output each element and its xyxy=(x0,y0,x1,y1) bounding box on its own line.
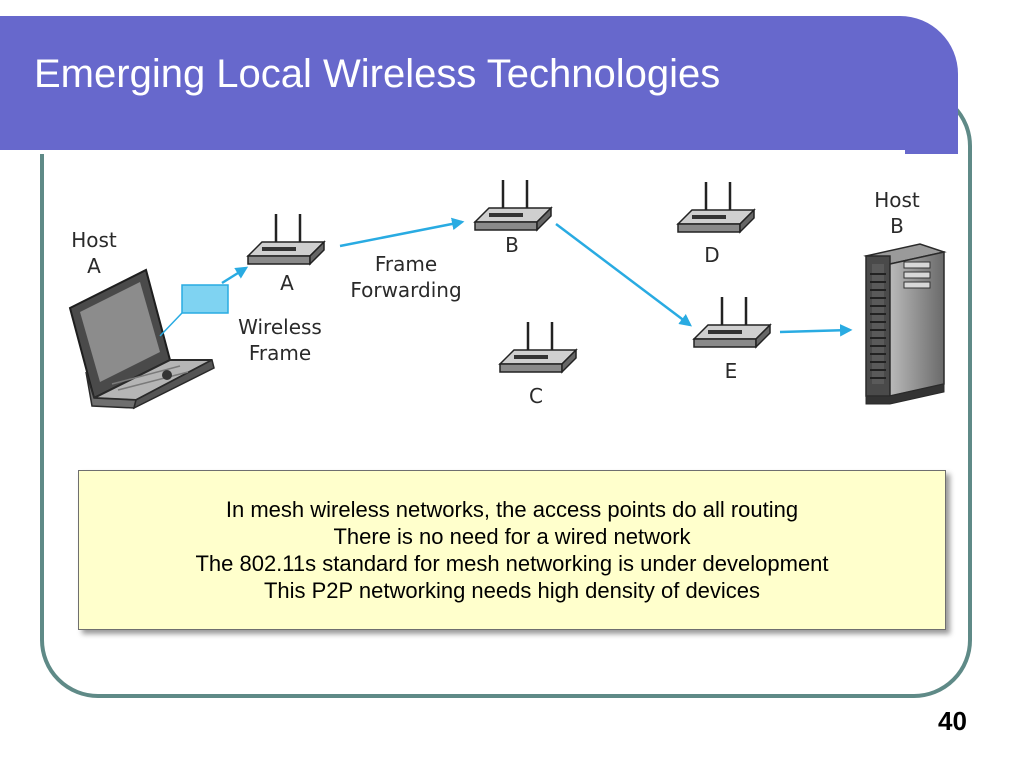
note-line-2: There is no need for a wired network xyxy=(333,524,691,549)
access-point-d-icon xyxy=(676,182,756,234)
host-a-label-line2: A xyxy=(87,254,101,278)
frame-forwarding-label-line1: Frame xyxy=(375,252,437,276)
access-point-b-icon xyxy=(473,180,553,232)
wireless-frame-label-line1: Wireless xyxy=(238,315,322,339)
title-rule xyxy=(0,150,905,154)
arrow-e-to-host-b xyxy=(779,324,853,337)
mesh-note-box: In mesh wireless networks, the access po… xyxy=(78,470,946,630)
access-point-a-label: A xyxy=(280,271,294,295)
note-line-4: This P2P networking needs high density o… xyxy=(263,578,761,603)
arrow-laptop-to-a xyxy=(221,266,249,285)
arrow-a-to-b xyxy=(339,217,465,248)
host-b-label-line2: B xyxy=(890,214,904,238)
access-point-a-icon xyxy=(246,214,326,266)
host-b-label-line1: Host xyxy=(874,188,920,212)
access-point-d-label: D xyxy=(704,243,719,267)
frame-forwarding-label-line2: Forwarding xyxy=(350,278,461,302)
laptop-icon xyxy=(68,268,215,410)
mesh-network-diagram: Host A A B C xyxy=(68,180,947,410)
access-point-b-label: B xyxy=(505,233,519,257)
title-bar xyxy=(0,16,958,154)
note-line-1: In mesh wireless networks, the access po… xyxy=(225,497,799,522)
access-point-e-label: E xyxy=(725,359,738,383)
arrow-b-to-e xyxy=(555,223,692,327)
slide-title: Emerging Local Wireless Technologies xyxy=(34,52,721,96)
packet-pointer xyxy=(159,312,183,337)
note-line-3: The 802.11s standard for mesh networking… xyxy=(195,551,829,576)
wireless-frame-label-line2: Frame xyxy=(249,341,311,365)
access-point-c-icon xyxy=(498,322,578,374)
host-a-label-line1: Host xyxy=(71,228,117,252)
wireless-frame-packet xyxy=(181,284,229,314)
server-icon xyxy=(863,243,947,405)
page-number: 40 xyxy=(938,706,967,736)
access-point-e-icon xyxy=(692,297,772,349)
access-point-c-label: C xyxy=(529,384,543,408)
